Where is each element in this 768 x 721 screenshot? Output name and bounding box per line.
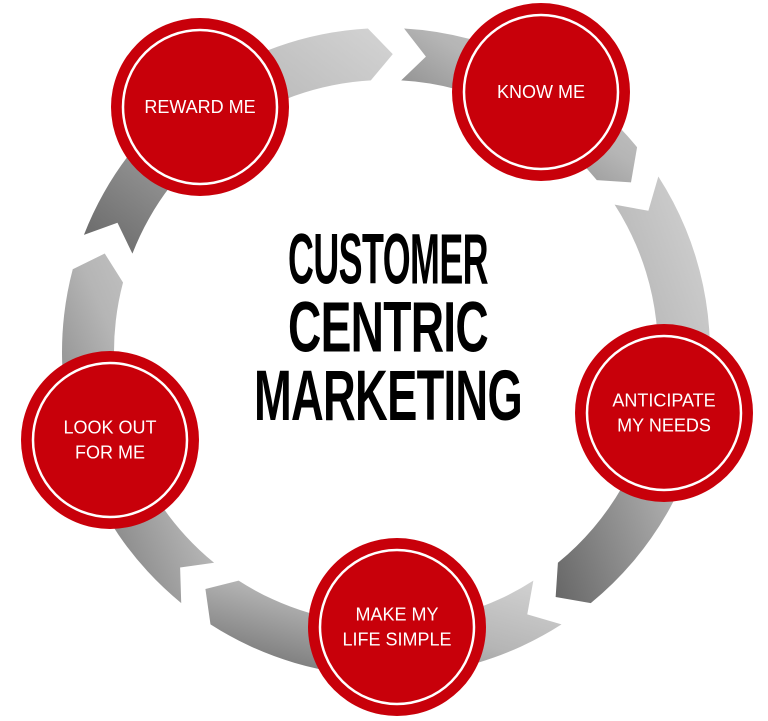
- cycle-nodes: KNOW ME ANTICIPATE MY NEEDS MAKE MY LIFE SIM…: [21, 3, 753, 716]
- node-circle: [452, 3, 630, 181]
- node-reward-me: REWARD ME: [111, 18, 289, 196]
- node-circle: [308, 538, 486, 716]
- node-inner-ring: [462, 13, 620, 171]
- node-inner-ring: [318, 548, 476, 706]
- node-circle: [575, 324, 753, 502]
- node-label-line: KNOW ME: [497, 82, 585, 102]
- node-make-my-life-simple: MAKE MY LIFE SIMPLE: [308, 538, 486, 716]
- node-label-line: REWARD ME: [144, 97, 255, 117]
- title-line-1: CUSTOMER: [288, 219, 488, 299]
- node-label-line: MY NEEDS: [617, 416, 711, 436]
- node-know-me: KNOW ME: [452, 3, 630, 181]
- node-inner-ring: [585, 334, 743, 492]
- node-circle: [21, 351, 199, 529]
- node-label-line: FOR ME: [75, 443, 145, 463]
- title-line-3: MARKETING: [254, 356, 522, 436]
- node-inner-ring: [31, 361, 189, 519]
- node-label-line: ANTICIPATE: [612, 391, 715, 411]
- node-label-line: LOOK OUT: [63, 418, 156, 438]
- diagram-title: CUSTOMER CENTRIC MARKETING: [254, 219, 523, 436]
- node-look-out-for-me: LOOK OUT FOR ME: [21, 351, 199, 529]
- title-line-2: CENTRIC: [288, 287, 488, 367]
- cycle-arrow-segment: [83, 28, 393, 254]
- node-label-line: MAKE MY: [355, 605, 438, 625]
- node-anticipate-my-needs: ANTICIPATE MY NEEDS: [575, 324, 753, 502]
- node-circle: [111, 18, 289, 196]
- node-inner-ring: [121, 28, 279, 186]
- cycle-arrow-segment: [61, 253, 215, 604]
- node-label-line: LIFE SIMPLE: [342, 630, 451, 650]
